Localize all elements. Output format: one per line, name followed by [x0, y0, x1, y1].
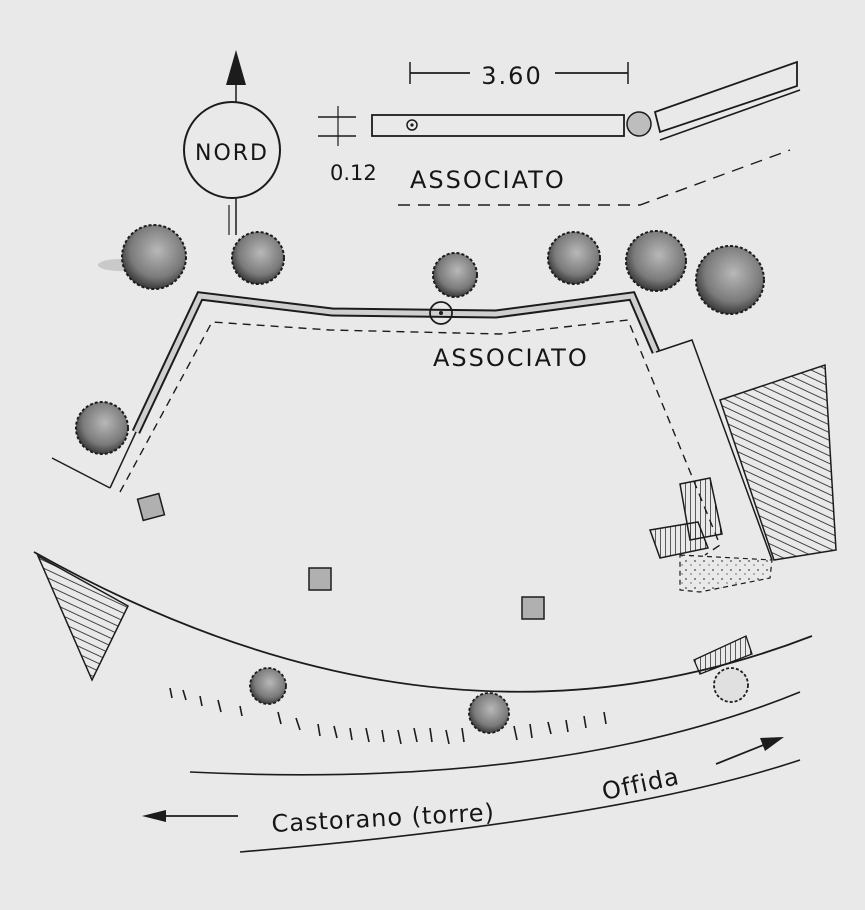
stairs-right [648, 477, 723, 559]
tree-icon [432, 252, 478, 298]
tree-icon [695, 245, 765, 315]
tree-icon [98, 224, 187, 290]
road-label-offida: Offida [599, 762, 682, 806]
north-label: NORD [195, 141, 269, 166]
piazza-markers [136, 492, 545, 620]
dimension-length-label: 3.60 [481, 62, 542, 90]
tree-icon [547, 231, 601, 285]
road-label-castorano: Castorano (torre) [271, 798, 496, 838]
dimension-height-label: 0.12 [330, 161, 377, 185]
dimension-line [409, 62, 629, 84]
tree-icon [75, 401, 129, 455]
roadside-trees [249, 635, 753, 734]
arrow-right-icon [715, 737, 784, 765]
tree-row-top [75, 224, 765, 455]
piazza-wall [51, 291, 661, 489]
arrow-left-icon [142, 810, 238, 822]
tree-icon [625, 230, 687, 292]
associato-label-main: ASSOCIATO [433, 344, 589, 372]
tree-icon [249, 667, 287, 705]
piazza-dashed-edge [119, 319, 721, 556]
associato-label-top: ASSOCIATO [410, 166, 566, 194]
right-terrace [655, 339, 837, 593]
grass-row [169, 687, 607, 745]
tree-icon [231, 231, 285, 285]
tree-icon [713, 667, 749, 703]
wall-section-detail [318, 60, 801, 146]
tree-icon [468, 692, 510, 734]
north-arrow-icon [183, 50, 281, 235]
left-hatched-area [36, 554, 129, 682]
